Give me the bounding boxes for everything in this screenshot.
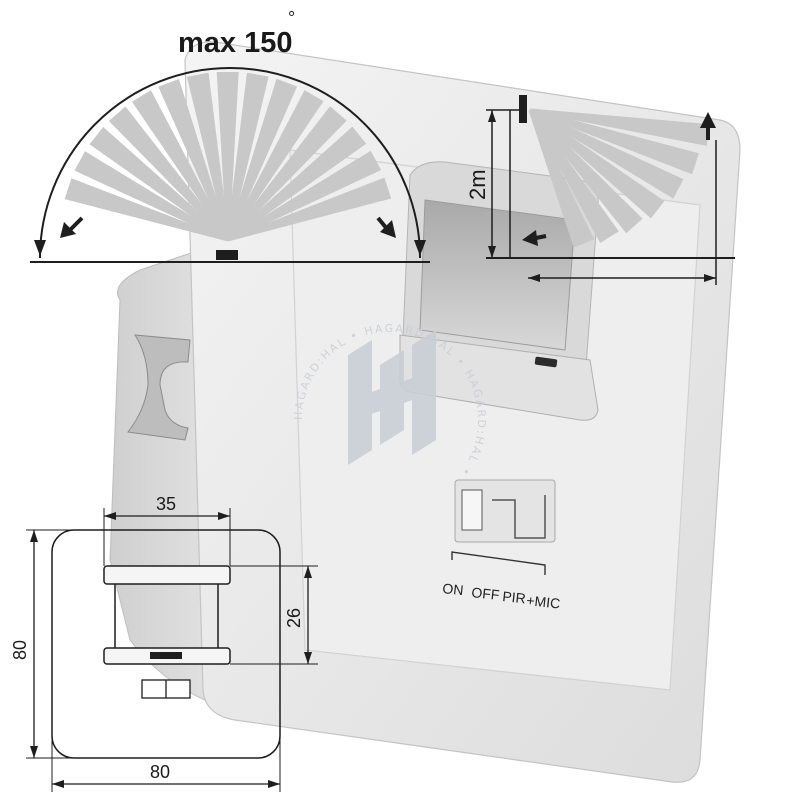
coverage-ray [74,151,229,242]
mounting-clamp [127,334,191,441]
dim-26-arrow-bottom [304,652,312,664]
side-arrow-up [700,112,716,140]
fan-arrow-left [60,216,84,238]
coverage-ray [226,90,324,241]
coverage-ray [226,106,347,241]
coverage-rays [64,72,392,242]
coverage-angle-label: max 150 [178,27,293,59]
outline-front [51,529,281,759]
coverage-ray [64,178,229,242]
coverage-ray [132,90,230,241]
outline-top-flange [103,565,231,585]
dim-80h-arrow-left [52,780,64,788]
switch-label-mic: +MIC [526,592,561,611]
side-coverage-ray [528,109,595,248]
switch-label-pir: PIR [502,588,527,606]
watermark-logo [348,330,436,465]
outline-led [150,652,182,659]
side-coverage-rays [528,108,710,248]
side-coverage-ray [529,108,710,146]
dim-depth-label: 26 [284,608,304,628]
coverage-ray [227,177,392,242]
arc-arrow-left [34,240,46,256]
range-dim-arrow-right [704,274,716,282]
coverage-ray [89,127,229,242]
fan-arrow-right [376,216,396,238]
pir-lens [419,199,576,351]
arc-arrow-right [414,240,426,256]
sensor-mark-horizontal [216,250,238,260]
dim-80h-arrow-right [268,780,280,788]
dim-35-arrow-right [218,512,230,520]
side-coverage-ray [529,108,665,219]
range-dim-arrow-left [528,274,540,282]
coverage-ray [216,72,239,240]
sensor-device: ON OFF PIR +MIC [109,41,741,783]
height-dim-arrow-top [488,110,496,122]
side-coverage-ray [529,108,699,175]
dimension-drawing: 35 26 80 80 [10,494,318,792]
coverage-ray [227,150,382,242]
dim-height-label: 80 [10,640,30,660]
height-label: 2m [465,169,490,200]
dim-35-arrow-left [104,512,116,520]
mode-switch [454,479,556,543]
switch-label-off: OFF [471,584,501,603]
height-dim-arrow-bottom [488,246,496,258]
coverage-ray [186,72,230,241]
switch-label-on: ON [442,580,465,598]
coverage-degree-mark: ° [288,8,295,28]
dim-80v-arrow-top [30,530,38,542]
side-coverage-ray [528,109,643,234]
dim-26-arrow-top [304,566,312,578]
dim-width-bottom-label: 80 [150,762,170,782]
switch-position-labels: ON OFF PIR +MIC [442,580,561,611]
vertical-coverage-fan: 2m [465,95,735,285]
led-indicator [534,356,558,368]
dim-width-top-label: 35 [156,494,176,514]
coverage-ray [108,106,230,241]
side-coverage-ray [529,108,684,199]
coverage-arc [39,67,421,259]
sensor-mark-vertical [519,95,527,123]
coverage-ray [158,79,230,241]
side-arrow-left [522,230,547,246]
switch-scale [451,551,546,575]
horizontal-coverage-fan: max 150 ° [30,8,430,263]
side-coverage-ray [528,109,619,243]
coverage-ray [226,78,298,241]
coverage-ray [227,126,367,242]
dim-80v-arrow-bottom [30,746,38,758]
coverage-ray [226,72,269,241]
